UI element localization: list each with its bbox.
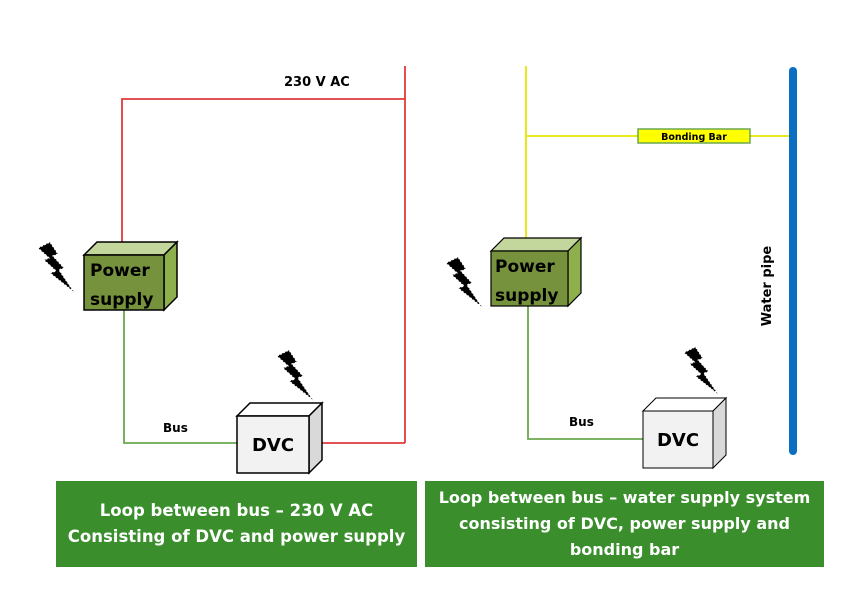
dvc-left-label: DVC	[252, 435, 294, 456]
bonding-bar: Bonding Bar	[637, 128, 751, 144]
dvc-right-label: DVC	[657, 430, 699, 451]
caption-right-line3: bonding bar	[569, 540, 680, 559]
caption-right: Loop between bus – water supply system c…	[425, 481, 824, 567]
caption-left-line1: Loop between bus – 230 V AC	[99, 501, 374, 520]
bonding-bar-label: Bonding Bar	[661, 132, 727, 143]
power-supply-left-line2: supply	[90, 290, 153, 310]
power-supply-right-line2: supply	[495, 286, 558, 306]
left-panel: 230 V AC Bus Power supply DVC	[37, 66, 406, 475]
right-panel: Bonding Bar Water pipe Bus Power supply …	[445, 66, 797, 470]
power-supply-right: Power supply	[489, 236, 583, 308]
caption-right-line2: consisting of DVC, power supply and	[458, 514, 790, 533]
voltage-label: 230 V AC	[284, 75, 350, 90]
bus-label-left: Bus	[163, 421, 188, 435]
bus-line-right	[527, 306, 644, 440]
caption-right-line1: Loop between bus – water supply system	[438, 488, 811, 507]
ac-line-left	[121, 98, 405, 245]
lightning-icon-power-right	[445, 256, 483, 308]
water-pipe-label: Water pipe	[760, 246, 775, 327]
caption-left-line2: Consisting of DVC and power supply	[67, 527, 406, 546]
dvc-right: DVC	[641, 396, 728, 470]
power-supply-left: Power supply	[82, 240, 179, 312]
bus-label-right: Bus	[569, 415, 594, 429]
lightning-icon-dvc-left	[276, 349, 314, 401]
caption-left: Loop between bus – 230 V AC Consisting o…	[56, 481, 417, 567]
bus-line-left	[123, 310, 237, 444]
power-supply-right-line1: Power	[495, 257, 555, 277]
lightning-icon-power-left	[37, 241, 75, 293]
dvc-left: DVC	[235, 401, 324, 475]
lightning-icon-dvc-right	[683, 346, 719, 395]
power-supply-left-line1: Power	[90, 261, 150, 281]
